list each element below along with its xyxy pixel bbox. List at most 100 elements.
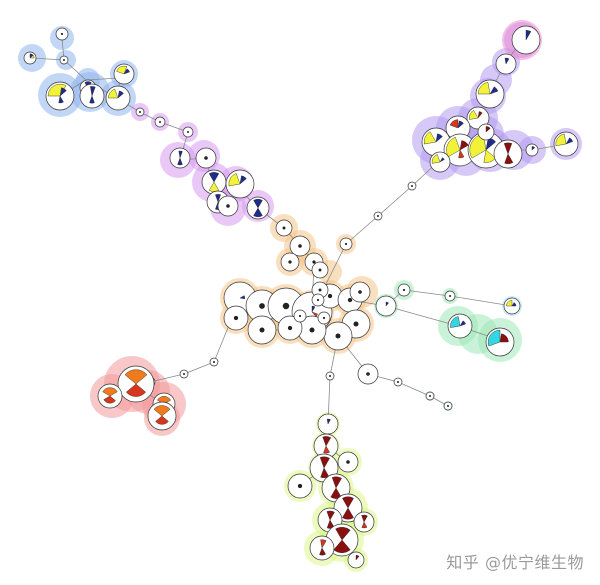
node-dot (377, 215, 379, 217)
tree-node (217, 195, 239, 217)
node-dot (183, 373, 185, 375)
pie-wedge (458, 149, 465, 159)
tree-node (275, 219, 293, 237)
node-dot (298, 244, 302, 248)
pie-wedge (117, 90, 124, 99)
pie-wedge (565, 137, 574, 145)
pie-wedge (499, 333, 509, 343)
tree-node (55, 27, 69, 41)
pie-wedge (555, 133, 567, 147)
tree-node (209, 357, 219, 367)
pie-wedge (90, 86, 96, 97)
node-dot (233, 315, 239, 321)
pie-wedge (385, 301, 389, 307)
pie-wedge (331, 476, 342, 489)
node-dot (213, 361, 215, 363)
node-dot (282, 302, 290, 310)
node-dot (335, 333, 341, 339)
tree-node (339, 237, 353, 251)
tree-node (311, 261, 329, 279)
tree-node (503, 297, 521, 315)
tree-node (317, 413, 339, 435)
pie-wedge (504, 57, 510, 65)
pie-wedge (89, 95, 95, 104)
tree-node (195, 147, 217, 169)
node-dot (187, 131, 189, 133)
pie-wedge (342, 507, 354, 520)
pie-wedge (361, 521, 368, 529)
tree-node (349, 281, 371, 303)
pie-wedge (504, 153, 514, 164)
pie-wedge (253, 199, 263, 209)
tree-node (397, 283, 411, 297)
tree-node (443, 133, 477, 167)
pie-wedge (477, 82, 491, 95)
pie-wedge (435, 133, 443, 143)
pie-wedge (342, 496, 354, 509)
node-dot (318, 268, 322, 272)
tree-node (477, 123, 495, 141)
node-dot (346, 460, 350, 464)
tree-node (23, 51, 37, 65)
pie-wedge (319, 456, 330, 469)
node-dot (287, 325, 293, 331)
tree-node (201, 169, 227, 195)
pie-wedge (103, 395, 116, 404)
tree-node (297, 315, 327, 345)
pie-wedge (59, 87, 67, 97)
tree-node (277, 315, 303, 341)
node-dot (449, 295, 451, 297)
tree-node (325, 371, 335, 381)
node-dot (447, 405, 449, 407)
pie-wedge (525, 29, 532, 41)
pie-wedge (228, 173, 241, 187)
tree-node (467, 131, 505, 169)
pie-wedge (311, 305, 316, 313)
tree-node (337, 451, 359, 473)
pie-wedge (439, 157, 445, 163)
pie-wedge (253, 207, 263, 217)
node-dot (327, 293, 333, 299)
node-dot (358, 290, 362, 294)
tree-node (289, 235, 311, 257)
node-dot (309, 327, 315, 333)
tree-node (117, 365, 155, 403)
pie-wedge (361, 514, 368, 523)
pie-wedge (326, 418, 331, 425)
node-dot (63, 59, 65, 61)
tree-node (154, 116, 166, 128)
pie-wedge (102, 387, 118, 397)
node-dot (259, 303, 265, 309)
tree-node (375, 295, 397, 317)
pie-wedge (485, 126, 491, 133)
pie-wedge (423, 131, 437, 145)
tree-node (447, 313, 473, 339)
node-dot (322, 316, 326, 320)
tree-node (466, 106, 490, 130)
pie-wedge (487, 329, 501, 347)
tree-edge (31, 57, 65, 61)
node-dot (298, 314, 302, 318)
pie-wedge (506, 300, 513, 307)
tree-node (444, 290, 456, 302)
pie-wedge (322, 436, 332, 447)
tree-node (147, 401, 177, 431)
tree-node (485, 327, 515, 357)
tree-node (425, 391, 435, 401)
tree-node (317, 311, 331, 325)
tree-node (309, 535, 335, 561)
node-dot (282, 226, 286, 230)
tree-node (475, 79, 505, 109)
tree-node (553, 131, 579, 157)
tree-node (280, 252, 300, 272)
node-dot (318, 288, 322, 292)
node-dot (204, 156, 208, 160)
pie-wedge (459, 320, 466, 327)
tree-node (97, 383, 123, 409)
tree-node (373, 211, 383, 221)
tree-node (443, 401, 453, 411)
node-dot (297, 483, 303, 489)
node-dot (397, 381, 399, 383)
node-dot (139, 111, 141, 113)
pie-wedge (116, 65, 127, 75)
